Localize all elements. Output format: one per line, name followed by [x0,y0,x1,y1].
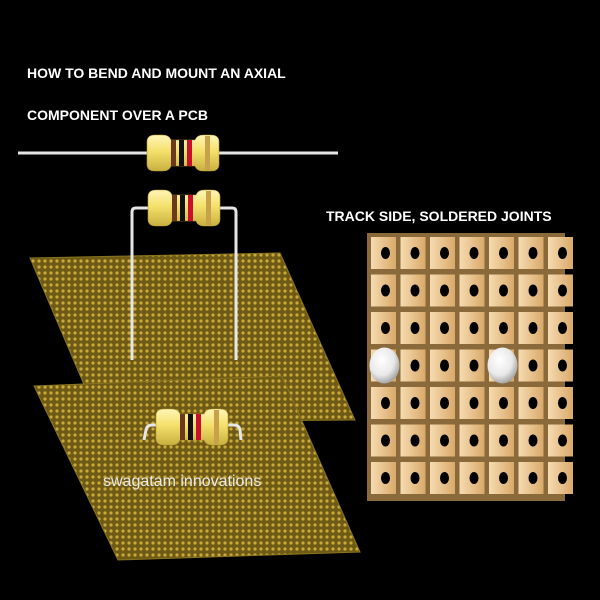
pad-hole [558,322,567,334]
pad-hole [499,397,508,409]
watermark-text: swagatam innovations [103,473,262,490]
pad-hole [469,284,479,297]
pad-hole [381,284,390,297]
pad-hole [499,284,508,297]
mounted-resistor [142,408,243,446]
pad-hole [440,284,449,297]
track-side-board [367,233,573,501]
pad-hole [410,247,420,259]
bent-lead-right [218,206,238,360]
pad-hole [410,397,420,409]
pad-hole [528,359,538,372]
pad-hole [528,397,538,409]
pad-hole [528,322,538,334]
pad-hole [410,322,420,334]
pad-hole [499,434,508,447]
pad-hole [381,472,390,484]
pad-grid [371,237,573,494]
pad-hole [528,472,538,484]
pad-hole [440,322,449,334]
pad-hole [381,322,390,334]
pad-hole [469,397,479,409]
pad-hole [440,434,449,447]
pad-hole [528,434,538,447]
pad-hole [381,397,390,409]
pad-hole [469,434,479,447]
pad-hole [410,284,420,297]
pad-hole [558,284,567,297]
pad-hole [499,472,508,484]
mounted-lead-right [225,423,243,441]
title-line-1: HOW TO BEND AND MOUNT AN AXIAL [27,65,286,81]
pad-hole [558,397,567,409]
pad-hole [469,322,479,334]
bent-resistor [130,189,238,360]
solder-joint [369,347,400,384]
pad-hole [499,247,508,259]
pad-hole [558,472,567,484]
pad-hole [410,472,420,484]
pad-hole [558,359,567,372]
pad-hole [528,247,538,259]
solder-joints [369,347,518,384]
pad-hole [381,247,390,259]
pad-hole [440,472,449,484]
solder-joint [487,347,518,384]
bent-lead-left [130,206,150,360]
pad-hole [469,247,479,259]
lower-perf-board [33,375,361,561]
mounted-lead-left [142,423,160,441]
pad-hole [440,359,449,372]
track-side-label: TRACK SIDE, SOLDERED JOINTS [326,208,552,224]
pad-hole [499,322,508,334]
pad-hole [440,397,449,409]
pad-hole [410,434,420,447]
straight-resistor [18,134,338,172]
pad-hole [410,359,420,372]
pad-hole [469,359,479,372]
pad-hole [528,284,538,297]
pad-hole [558,434,567,447]
title-line-2: COMPONENT OVER A PCB [27,107,208,123]
pad-hole [469,472,479,484]
pad-hole [440,247,449,259]
pad-hole [558,247,567,259]
pad-hole [381,434,390,447]
